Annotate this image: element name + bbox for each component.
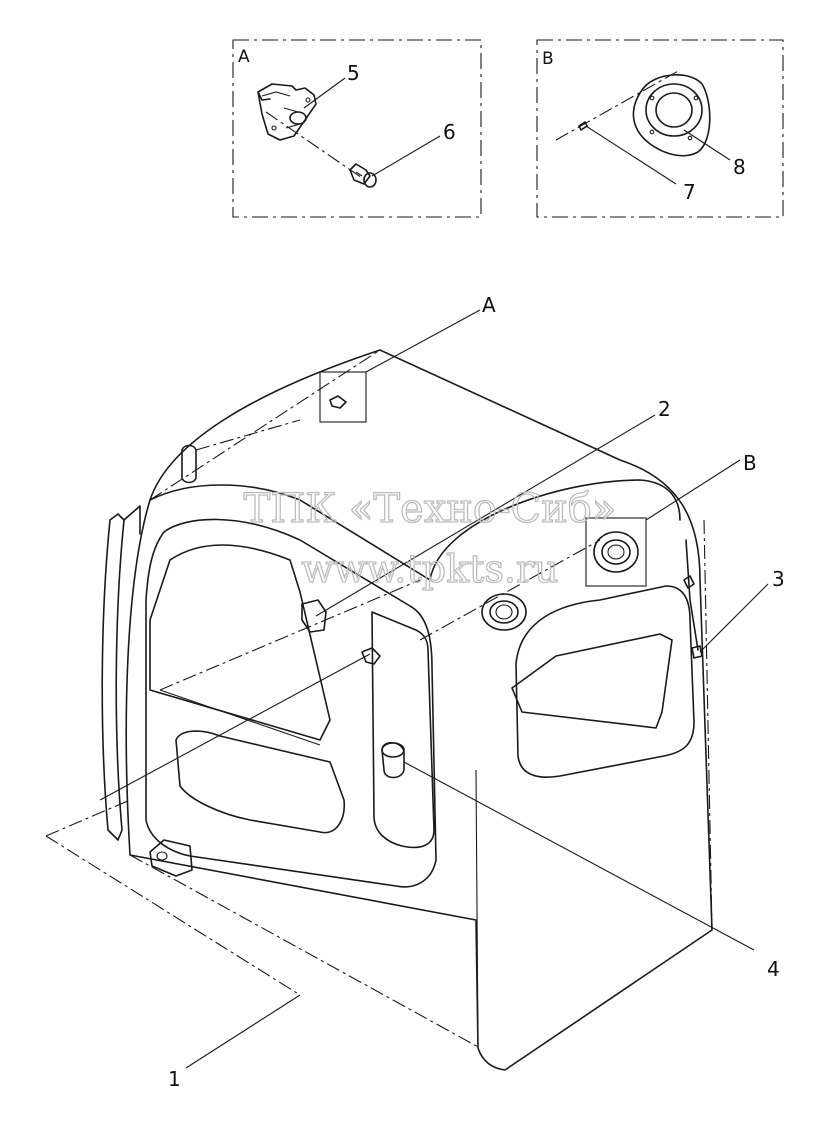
leader-a	[365, 309, 481, 373]
callout-1: 1	[168, 1067, 181, 1091]
detail-b: B 7 8	[536, 39, 784, 218]
door-pillar	[371, 611, 435, 849]
switch	[361, 647, 381, 665]
wiper-wire	[683, 539, 703, 659]
cab-outline	[125, 349, 713, 1071]
detail-b-axis	[555, 69, 681, 141]
leader-6	[371, 135, 441, 177]
detail-b-letter: B	[542, 49, 554, 69]
callout-5: 5	[347, 61, 360, 85]
detail-a-letter: A	[238, 47, 250, 67]
leader-3	[699, 583, 769, 653]
callout-b: B	[743, 451, 757, 475]
roof-lamp-box	[319, 371, 367, 423]
screw	[578, 121, 588, 131]
door-handle	[149, 839, 193, 877]
roof-post	[181, 444, 197, 484]
callout-2: 2	[658, 397, 671, 421]
construction-lines	[45, 349, 713, 1049]
front-window	[145, 518, 437, 888]
bulb	[349, 163, 377, 188]
callout-8: 8	[733, 155, 746, 179]
lower-cutout	[175, 730, 345, 834]
detail-b-frame	[536, 39, 784, 218]
callout-4: 4	[767, 957, 780, 981]
leader-1	[185, 994, 301, 1069]
watermark-line2: www.tpkts.ru	[301, 547, 558, 591]
leader-4	[403, 761, 755, 951]
leader-7	[585, 125, 677, 185]
door-seal	[101, 513, 125, 841]
leader-2	[315, 414, 656, 617]
cab-lamp	[381, 741, 405, 779]
leader-8	[683, 129, 731, 161]
main-callouts: A 2 B 3 4 1	[99, 293, 785, 1091]
speaker-grille	[632, 74, 711, 157]
cab	[101, 349, 713, 1071]
callout-3: 3	[772, 567, 785, 591]
callout-7: 7	[683, 180, 696, 204]
watermark-line1: ТПК «Техно-Сиб»	[244, 486, 617, 532]
cab-speaker-right	[585, 517, 647, 587]
side-window	[515, 585, 695, 778]
leader-b	[645, 459, 741, 521]
cab-speaker-left	[481, 593, 527, 631]
watermark: ТПК «Техно-Сиб» www.tpkts.ru	[243, 485, 617, 591]
detail-a-frame	[232, 39, 482, 218]
callout-6: 6	[443, 120, 456, 144]
leader-5	[303, 77, 346, 109]
detail-a: A 5 6	[232, 39, 482, 218]
callout-a: A	[482, 293, 496, 317]
door-latch	[301, 599, 327, 633]
detail-a-axis	[265, 111, 366, 181]
